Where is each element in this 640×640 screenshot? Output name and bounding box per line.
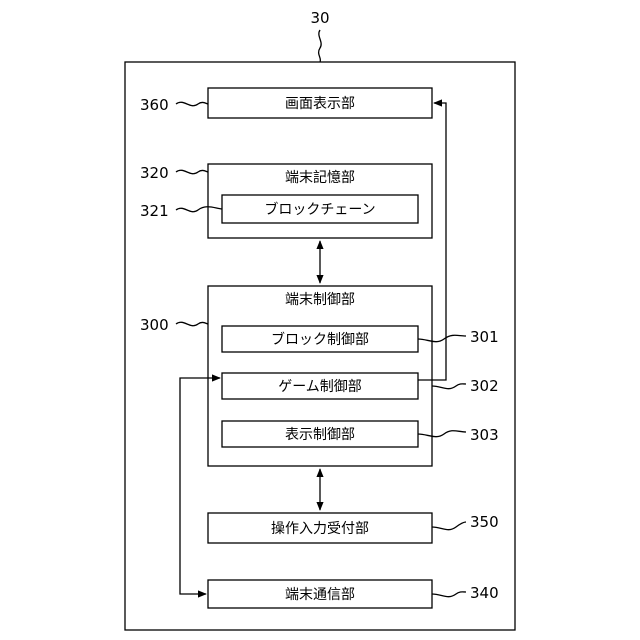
screen-display-ref: 360	[140, 96, 169, 114]
game-control-label: ゲーム制御部	[278, 379, 362, 395]
terminal-control-ref: 300	[140, 316, 169, 334]
terminal-comm-ref: 340	[470, 584, 499, 602]
game-control-ref: 302	[470, 377, 499, 395]
block-control-label: ブロック制御部	[271, 331, 369, 348]
block-control-ref: 301	[470, 328, 499, 346]
figure-label-leader	[319, 30, 322, 62]
operation-input-ref: 350	[470, 513, 499, 531]
terminal-storage-ref: 320	[140, 164, 169, 182]
terminal-storage-label: 端末記憶部	[285, 169, 355, 186]
blockchain-label: ブロックチェーン	[264, 201, 375, 218]
figure-label: 30	[310, 9, 329, 27]
terminal-control-label: 端末制御部	[285, 292, 355, 308]
screen-display-label: 画面表示部	[285, 96, 355, 112]
display-control-ref: 303	[470, 426, 499, 444]
display-control-label: 表示制御部	[285, 427, 355, 443]
terminal-comm-label: 端末通信部	[285, 587, 355, 603]
blockchain-ref: 321	[140, 202, 169, 220]
operation-input-label: 操作入力受付部	[271, 521, 369, 537]
